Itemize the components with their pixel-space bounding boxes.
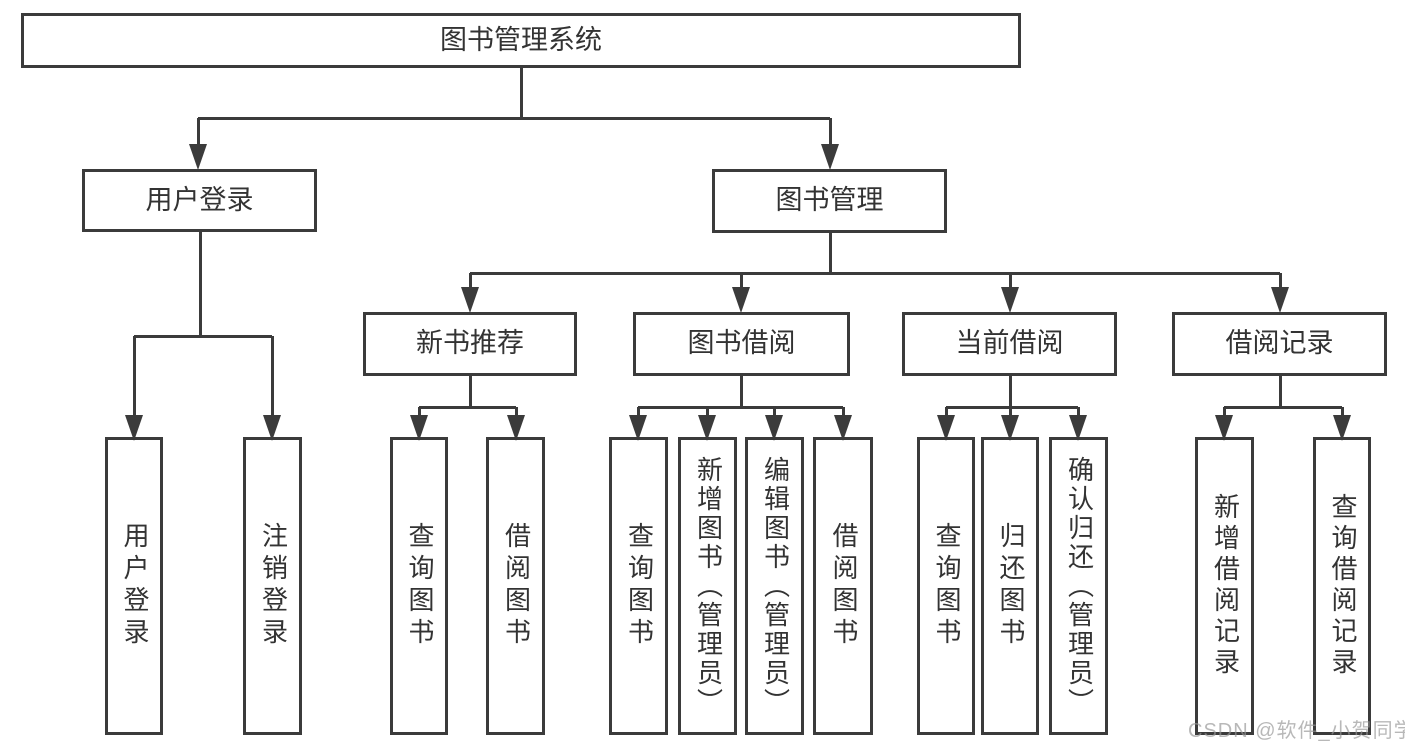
node-label-leaf-edit-book-admin: 编辑图书（管理员） <box>760 455 791 717</box>
node-label-user-login: 用户登录 <box>145 184 254 215</box>
connector-line <box>1340 407 1344 416</box>
connector-arrowhead <box>1271 287 1289 313</box>
connector-line <box>1076 407 1080 416</box>
node-label-leaf-query-book-1: 查询图书 <box>404 522 435 650</box>
diagram-node-leaf-add-book-admin: 新增图书（管理员） <box>678 437 737 735</box>
diagram-node-leaf-add-borrow-record: 新增借阅记录 <box>1195 437 1254 735</box>
node-label-leaf-add-borrow-record: 新增借阅记录 <box>1210 493 1241 679</box>
node-label-leaf-add-book-admin: 新增图书（管理员） <box>693 455 724 717</box>
connector-line <box>705 407 709 416</box>
connector-line <box>1008 376 1012 409</box>
connector-line <box>828 118 832 150</box>
connector-line <box>1222 407 1226 416</box>
connector-arrowhead <box>834 415 852 441</box>
diagram-node-leaf-query-borrow-record: 查询借阅记录 <box>1313 437 1371 735</box>
connector-line <box>1224 405 1342 409</box>
connector-line <box>470 271 1280 275</box>
connector-line <box>270 336 274 416</box>
connector-line <box>419 405 516 409</box>
connector-arrowhead <box>1001 415 1019 441</box>
connector-arrowhead <box>821 144 839 170</box>
connector-line <box>196 118 200 150</box>
connector-arrowhead <box>125 415 143 441</box>
connector-arrowhead <box>629 415 647 441</box>
node-label-leaf-query-book-3: 查询图书 <box>931 522 962 650</box>
diagram-node-leaf-confirm-return: 确认归还（管理员） <box>1049 437 1108 735</box>
diagram-node-library-system: 图书管理系统 <box>21 13 1021 68</box>
diagram-node-leaf-query-book-3: 查询图书 <box>917 437 975 735</box>
diagram-node-leaf-query-book-2: 查询图书 <box>609 437 668 735</box>
connector-arrowhead <box>1001 287 1019 313</box>
connector-arrowhead <box>732 287 750 313</box>
diagram-node-leaf-edit-book-admin: 编辑图书（管理员） <box>745 437 804 735</box>
diagram-node-book-management: 图书管理 <box>712 169 947 233</box>
connector-line <box>134 334 272 338</box>
connector-arrowhead <box>461 287 479 313</box>
connector-line <box>841 407 845 416</box>
connector-line <box>468 376 472 409</box>
node-label-library-system: 图书管理系统 <box>440 24 602 55</box>
diagram-node-leaf-query-book-1: 查询图书 <box>390 437 448 735</box>
connector-arrowhead <box>1069 415 1087 441</box>
node-label-leaf-query-borrow-record: 查询借阅记录 <box>1327 493 1358 679</box>
connector-arrowhead <box>937 415 955 441</box>
diagram-node-borrowing-records: 借阅记录 <box>1172 312 1387 376</box>
connector-line <box>638 405 843 409</box>
connector-line <box>1008 273 1012 290</box>
connector-line <box>198 116 830 120</box>
connector-line <box>519 68 523 118</box>
node-label-book-borrowing: 图书借阅 <box>687 328 796 359</box>
node-label-leaf-confirm-return: 确认归还（管理员） <box>1064 455 1095 717</box>
connector-line <box>514 407 518 416</box>
diagram-node-new-book-recommend: 新书推荐 <box>363 312 577 376</box>
diagram-node-current-borrowing: 当前借阅 <box>902 312 1117 376</box>
connector-arrowhead <box>507 415 525 441</box>
connector-line <box>417 407 421 416</box>
diagram-node-leaf-borrow-book-1: 借阅图书 <box>486 437 545 735</box>
node-label-leaf-user-login: 用户登录 <box>119 522 150 650</box>
diagram-node-book-borrowing: 图书借阅 <box>633 312 850 376</box>
connector-line <box>944 407 948 416</box>
connector-arrowhead <box>410 415 428 441</box>
connector-arrowhead <box>1215 415 1233 441</box>
connector-line <box>946 405 1078 409</box>
connector-line <box>636 407 640 416</box>
diagram-node-leaf-logout: 注销登录 <box>243 437 302 735</box>
node-label-borrowing-records: 借阅记录 <box>1225 328 1334 359</box>
node-label-leaf-query-book-2: 查询图书 <box>624 522 655 650</box>
connector-arrowhead <box>1333 415 1351 441</box>
connector-line <box>739 273 743 290</box>
connector-arrowhead <box>263 415 281 441</box>
node-label-leaf-borrow-book-1: 借阅图书 <box>501 522 532 650</box>
node-label-new-book-recommend: 新书推荐 <box>416 328 524 359</box>
node-label-book-management: 图书管理 <box>775 185 884 216</box>
connector-line <box>198 232 202 338</box>
connector-line <box>739 376 743 409</box>
connector-line <box>1278 376 1282 409</box>
connector-line <box>468 273 472 290</box>
connector-line <box>828 233 832 275</box>
node-label-current-borrowing: 当前借阅 <box>955 328 1064 359</box>
diagram-node-leaf-user-login: 用户登录 <box>105 437 163 735</box>
connector-line <box>132 336 136 416</box>
connector-line <box>772 407 776 416</box>
connector-arrowhead <box>189 144 207 170</box>
connector-line <box>1008 407 1012 416</box>
diagram-node-leaf-return-book: 归还图书 <box>981 437 1039 735</box>
connector-line <box>1278 273 1282 290</box>
diagram-node-user-login: 用户登录 <box>82 169 317 232</box>
diagram-node-leaf-borrow-book-2: 借阅图书 <box>813 437 873 735</box>
connector-arrowhead <box>765 415 783 441</box>
node-label-leaf-return-book: 归还图书 <box>995 522 1026 650</box>
node-label-leaf-borrow-book-2: 借阅图书 <box>828 522 859 650</box>
csdn-watermark: CSDN @软件_小贺同学 <box>1188 720 1405 742</box>
node-label-leaf-logout: 注销登录 <box>258 522 289 650</box>
connector-arrowhead <box>698 415 716 441</box>
